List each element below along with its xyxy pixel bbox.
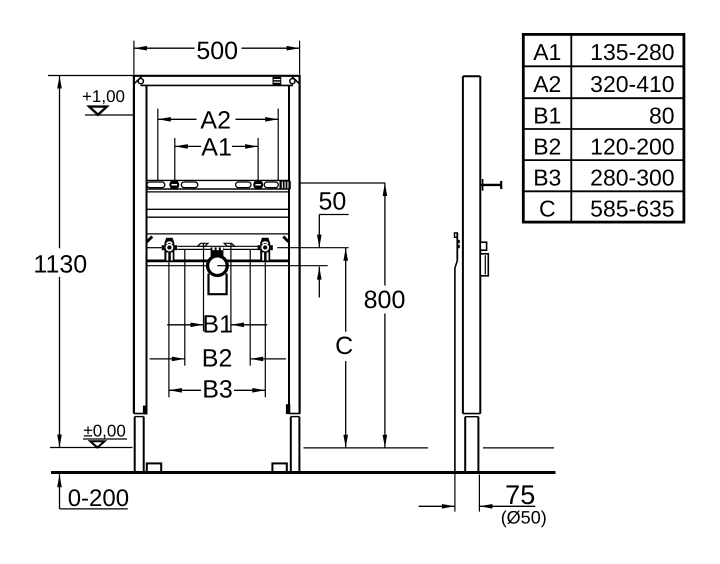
drawing-path [166, 241, 173, 245]
floor-lines [50, 446, 556, 474]
table-row-value: 80 [649, 102, 675, 128]
drawing-rect [161, 245, 165, 251]
drawing-rect [212, 247, 215, 251]
table-row-label: B3 [533, 164, 561, 190]
drawing-rect [255, 184, 261, 186]
drawing-rect [146, 181, 166, 189]
foot-plate-right [271, 462, 288, 474]
table-row-label: A2 [533, 71, 561, 97]
drawing-rect [262, 252, 265, 261]
dim-b3: B3 [168, 262, 266, 404]
dim-800: 800 [364, 182, 406, 448]
drawing-rect [210, 247, 224, 257]
dim-label-75: 75 [505, 480, 535, 510]
dim-a1: A1 [174, 134, 259, 181]
armature-crossbar [146, 237, 349, 296]
drawing-rect [170, 252, 173, 261]
frame-legs [133, 404, 301, 474]
table-row-value: 135-280 [590, 39, 674, 65]
dim-b1: B1 [167, 243, 268, 338]
table-row-value: 120-200 [590, 133, 674, 159]
dim-label-dia50: (Ø50) [501, 507, 547, 527]
dim-height-1130: 1130 [33, 75, 87, 448]
dim-label-1130: 1130 [33, 251, 87, 279]
side-view [453, 75, 503, 473]
dim-a2: A2 [157, 107, 279, 181]
drawing-rect [166, 252, 169, 261]
drawing-rect [479, 253, 490, 277]
dim-label-50: 50 [318, 188, 346, 216]
drawing-rect [456, 244, 460, 249]
dim-floor-range: 0-200 [57, 474, 129, 512]
drawing-line [454, 260, 459, 269]
drawing-rect [257, 245, 261, 251]
dim-label-c: C [335, 332, 353, 360]
dim-depth-75: 75 (Ø50) [418, 472, 547, 527]
dim-50: 50 [316, 188, 349, 298]
drawing-line [282, 235, 290, 243]
dim-label-b3: B3 [202, 376, 233, 404]
drawing-path [261, 241, 269, 245]
dim-label-0-200: 0-200 [68, 485, 129, 512]
dim-width-500: 500 [133, 37, 301, 75]
table-row-label: B2 [533, 133, 561, 159]
hanger-hole-left [137, 77, 145, 85]
table-row-value: 585-635 [590, 195, 674, 221]
drawing-rect [174, 245, 177, 251]
mounting-rod [480, 179, 503, 191]
drawing-rect [216, 247, 219, 251]
dim-b2: B2 [149, 250, 286, 373]
level-mark-floor: ±0,00 [83, 421, 127, 449]
hanger-hole-right [289, 77, 296, 85]
table-row-value: 280-300 [590, 164, 674, 190]
drawing-line [145, 235, 154, 243]
armature-bolt-left [161, 237, 177, 262]
brand-label [272, 76, 282, 86]
drawing-circle [165, 243, 174, 252]
level-label-zero: ±0,00 [83, 421, 125, 440]
dim-label-800: 800 [364, 286, 406, 314]
drawing-rect [234, 181, 252, 189]
drawing-path [207, 273, 228, 296]
foot-plate-left [145, 462, 163, 474]
dim-c: C [335, 247, 353, 448]
dim-label-b2: B2 [202, 345, 233, 373]
table-row-label: A1 [533, 39, 561, 65]
level-label-plus-1-00: +1,00 [82, 87, 125, 106]
level-triangle-icon [86, 105, 110, 117]
drawing-circle [261, 243, 270, 252]
rear-bracket [479, 241, 490, 277]
drawing-rect [456, 239, 460, 244]
table-row-label: C [539, 195, 556, 221]
spec-table: A1 135-280 A2 320-410 B1 80 B2 120-200 B… [521, 33, 686, 224]
drawing-rect [270, 245, 273, 251]
dim-label-a1: A1 [201, 134, 232, 162]
dimensions: 500 1130 +1,00 ±0,00 0-200 [33, 37, 546, 528]
level-triangle-icon [87, 440, 108, 449]
drawing-rect [171, 184, 178, 186]
basin-mounting-rail [146, 179, 386, 193]
drawing-rect [272, 76, 282, 86]
drawing-rect [142, 405, 148, 415]
drawing-rect [479, 241, 488, 251]
front-bracket [453, 232, 460, 473]
drawing-rect [266, 252, 269, 261]
front-view [48, 74, 386, 474]
dim-label-a2: A2 [200, 107, 231, 135]
drawing-rect [220, 247, 223, 251]
drawing-rect [180, 181, 199, 189]
armature-bolt-right [257, 237, 273, 262]
table-row-value: 320-410 [590, 71, 674, 97]
dim-label-b1: B1 [202, 310, 233, 338]
level-mark-upper: +1,00 [82, 87, 133, 117]
drawing-polygon [196, 242, 210, 247]
drain-fitting [146, 247, 328, 296]
dim-label-500: 500 [196, 37, 238, 65]
drawing-rect [285, 404, 291, 415]
drawing-rect [263, 181, 279, 189]
drawing-polygon [222, 242, 236, 247]
spec-table-text: A1 135-280 A2 320-410 B1 80 B2 120-200 B… [533, 39, 674, 221]
table-row-label: B1 [533, 102, 561, 128]
